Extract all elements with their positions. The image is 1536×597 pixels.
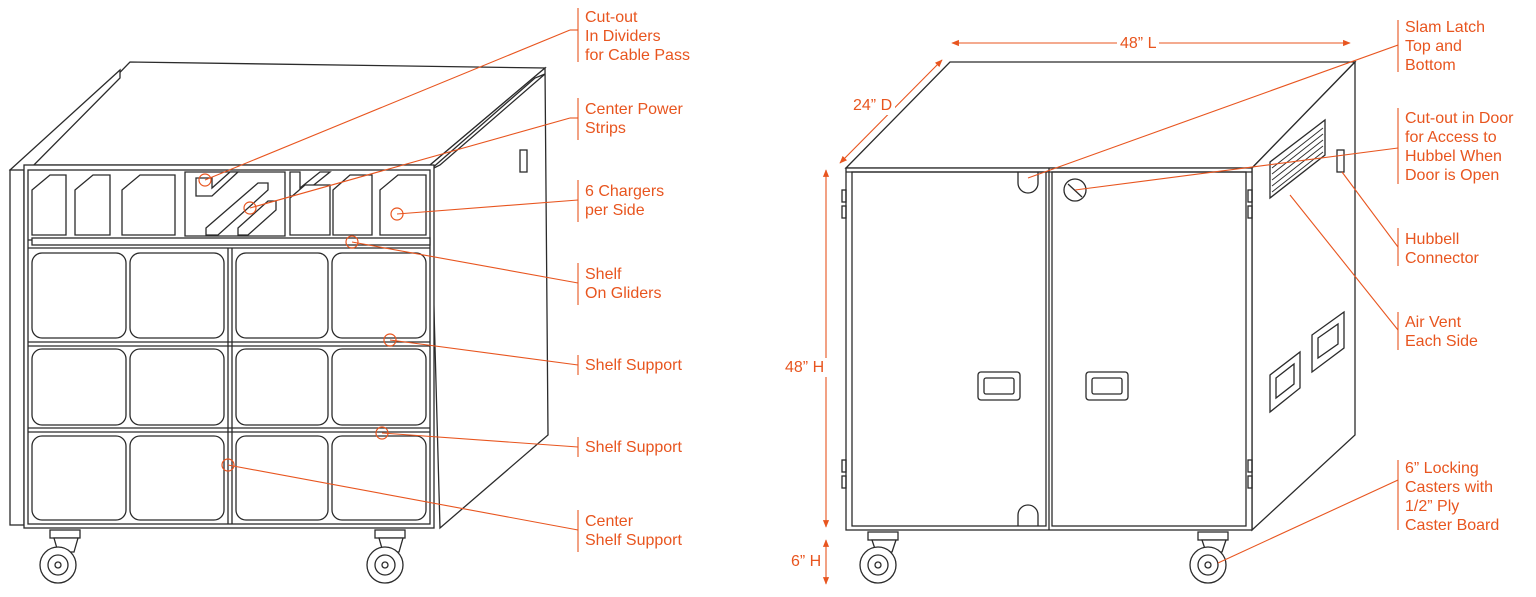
label-slam-latch: Slam Latch Top and Bottom bbox=[1405, 19, 1486, 74]
dimension-depth: 24” D bbox=[850, 96, 896, 115]
dimension-caster-height: 6” H bbox=[788, 552, 825, 571]
left-leaders bbox=[198, 8, 579, 552]
label-chargers: 6 Chargers per Side bbox=[585, 183, 665, 219]
label-shelf-gliders: Shelf On Gliders bbox=[585, 266, 662, 302]
air-vent bbox=[1269, 118, 1326, 200]
label-hubbell-connector: Hubbell Connector bbox=[1405, 231, 1479, 267]
label-air-vent: Air Vent Each Side bbox=[1405, 314, 1478, 350]
right-cart-casters bbox=[859, 531, 1229, 584]
label-shelf-support-2: Shelf Support bbox=[585, 439, 682, 456]
hinges bbox=[841, 189, 1253, 489]
bin-grid bbox=[28, 248, 430, 524]
label-casters: 6” Locking Casters with 1/2” Ply Caster … bbox=[1405, 460, 1500, 534]
label-center-shelf-support: Center Shelf Support bbox=[585, 513, 682, 549]
label-shelf-support-1: Shelf Support bbox=[585, 357, 682, 374]
label-center-power-strips: Center Power Strips bbox=[585, 101, 683, 137]
right-leaders bbox=[1027, 20, 1399, 564]
label-cutout-dividers: Cut-out In Dividers for Cable Pass bbox=[585, 9, 690, 64]
dimension-length: 48” L bbox=[1117, 34, 1160, 53]
left-cart-casters bbox=[39, 529, 406, 584]
label-cutout-door: Cut-out in Door for Access to Hubbel Whe… bbox=[1405, 110, 1514, 184]
closed-cart-drawing bbox=[841, 60, 1357, 584]
dimension-height: 48” H bbox=[782, 358, 828, 377]
open-cart-drawing bbox=[8, 61, 549, 584]
